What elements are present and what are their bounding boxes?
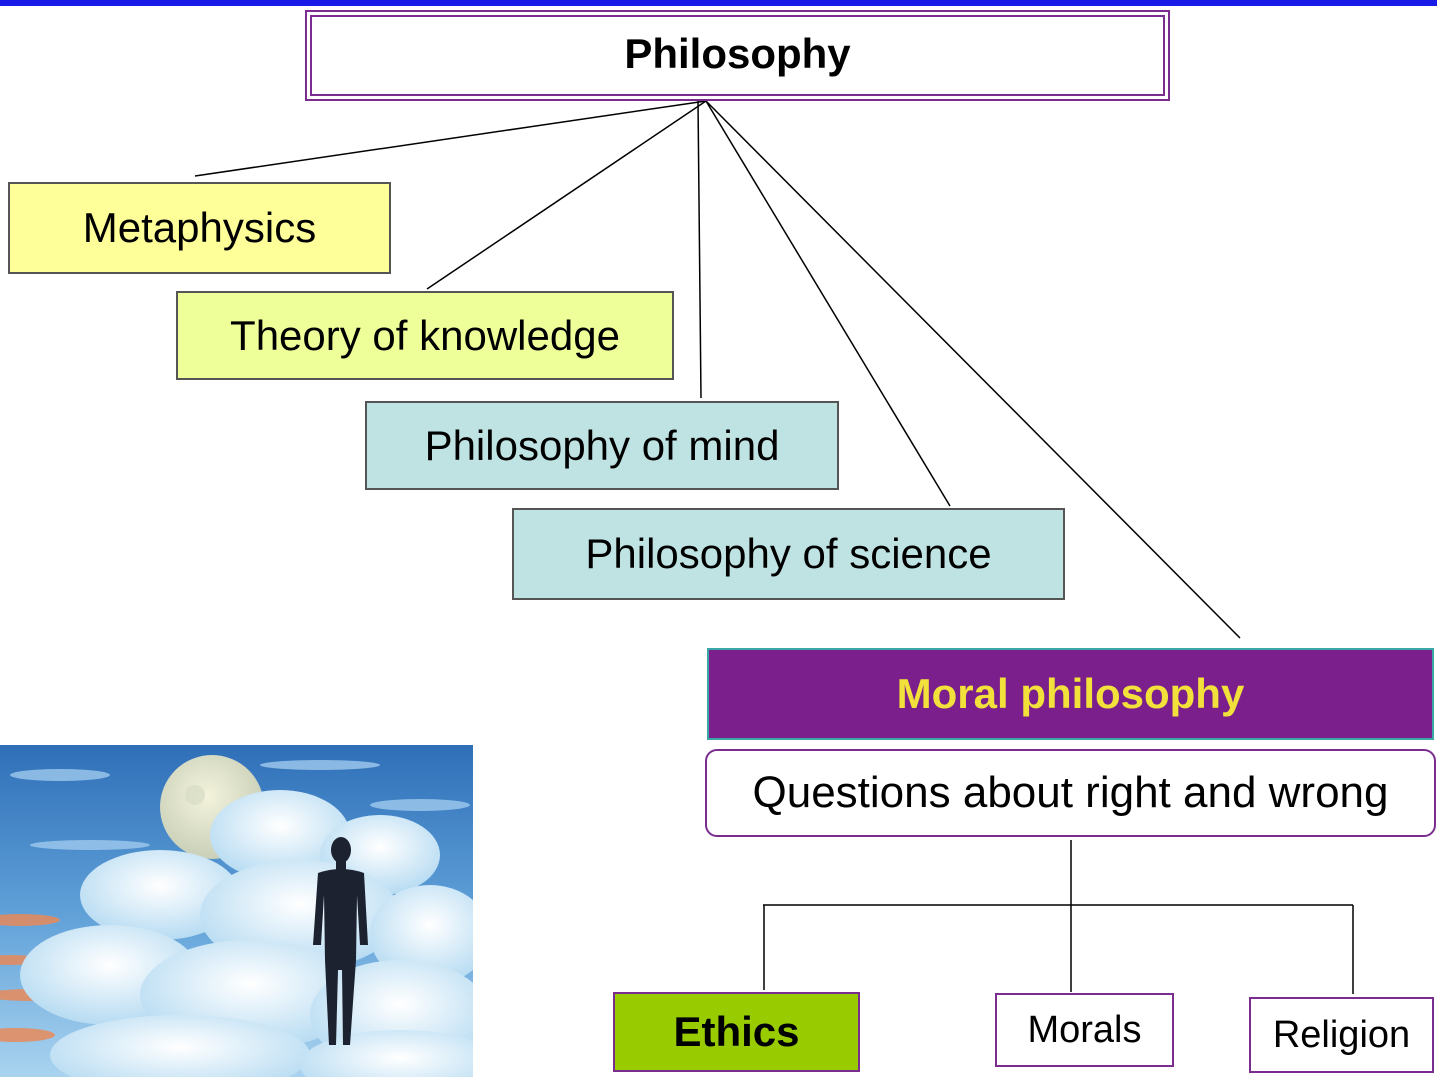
leaf-node-ethics: Ethics [613, 992, 860, 1072]
branch-label: Metaphysics [82, 204, 317, 251]
moral-title: Moral philosophy [896, 670, 1245, 717]
connector-moral [705, 100, 1241, 639]
clouds-silhouette-image [0, 745, 473, 1077]
connector-science [705, 100, 951, 507]
branch-node-theory-of-knowledge: Theory of knowledge [176, 291, 674, 380]
root-label: Philosophy [624, 29, 851, 77]
leaf-label: Morals [1027, 1008, 1142, 1051]
branch-label: Philosophy of science [585, 530, 992, 577]
branch-node-moral-philosophy: Moral philosophy [707, 648, 1434, 740]
branch-node-philosophy-of-mind: Philosophy of mind [365, 401, 839, 490]
connector-metaphysics [194, 100, 707, 177]
connector-mind [697, 100, 702, 399]
branch-label: Theory of knowledge [230, 311, 620, 359]
leaf-node-morals: Morals [995, 993, 1174, 1067]
root-node-philosophy: Philosophy [305, 10, 1170, 101]
leaf-label: Religion [1272, 1013, 1411, 1056]
branch-node-metaphysics: Metaphysics [8, 182, 391, 274]
branch-label: Philosophy of mind [424, 421, 780, 469]
moral-description-box: Questions about right and wrong [705, 749, 1436, 837]
connector-knowledge [426, 100, 707, 290]
moral-description: Questions about right and wrong [752, 768, 1389, 817]
top-accent-bar [0, 0, 1437, 6]
leaf-label: Ethics [673, 1008, 800, 1055]
branch-node-philosophy-of-science: Philosophy of science [512, 508, 1065, 600]
leaf-node-religion: Religion [1249, 997, 1434, 1073]
